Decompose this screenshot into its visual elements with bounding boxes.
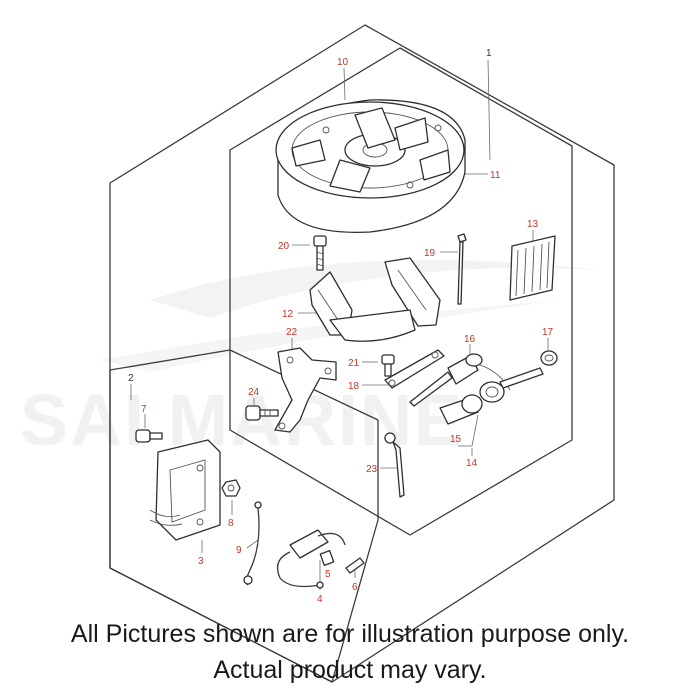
cable-tie-19-part — [457, 233, 467, 305]
pin-6-part — [345, 557, 365, 574]
callout-10: 10 — [337, 57, 349, 68]
callout-3: 3 — [198, 556, 204, 567]
callout-22: 22 — [286, 327, 298, 338]
callout-24: 24 — [248, 387, 260, 398]
callout-13: 13 — [527, 219, 539, 230]
callout-19: 19 — [424, 248, 436, 259]
clamp-18-part — [384, 349, 445, 389]
leader-9 — [246, 539, 259, 549]
leader-15 — [458, 414, 479, 447]
callout-20: 20 — [278, 241, 290, 252]
label-plate-13-part — [509, 235, 556, 301]
screw-20-part — [313, 235, 327, 271]
terminal-cap-part — [439, 367, 544, 425]
nut-8-part — [221, 479, 241, 497]
callout-5: 5 — [325, 569, 331, 580]
callout-8: 8 — [228, 518, 234, 529]
callout-2: 2 — [128, 373, 134, 384]
bolt-24-part — [245, 405, 279, 421]
callout-16: 16 — [464, 334, 476, 345]
leader-10 — [343, 67, 346, 101]
ground-lead-23-part — [384, 432, 405, 498]
callout-15: 15 — [450, 434, 462, 445]
screw-21-part — [381, 354, 395, 377]
callout-18: 18 — [348, 381, 360, 392]
callout-7: 7 — [141, 404, 147, 415]
callout-numbers: 1 2 3 4 5 6 7 8 9 10 11 12 13 14 15 16 1… — [128, 48, 554, 605]
grommet-17-part — [540, 350, 558, 366]
disclaimer-line-2: Actual product may vary. — [213, 656, 487, 684]
sensor-16-part — [409, 353, 511, 407]
watermark-logo: SAI MARINE — [20, 260, 600, 461]
callout-17: 17 — [542, 327, 554, 338]
leader-1 — [487, 59, 491, 161]
subframe-outline — [109, 349, 379, 683]
charge-coil-part — [309, 257, 441, 342]
disclaimer-line-1: All Pictures shown are for illustration … — [70, 620, 630, 648]
bracket-22-part — [274, 347, 337, 433]
callout-9: 9 — [236, 545, 242, 556]
callout-4: 4 — [317, 594, 323, 605]
watermark-text: SAI MARINE — [20, 381, 464, 461]
callout-1: 1 — [486, 48, 492, 59]
callout-14: 14 — [466, 458, 478, 469]
bolt-7-part — [135, 429, 163, 443]
callout-11: 11 — [490, 170, 501, 181]
wire-harness-4-part — [276, 529, 346, 589]
flywheel-part — [275, 99, 466, 234]
lead-wire-9-part — [243, 501, 262, 586]
callout-23: 23 — [366, 464, 378, 475]
callout-6: 6 — [352, 582, 358, 593]
assembly-frame — [109, 24, 615, 683]
callout-12: 12 — [282, 309, 294, 320]
inner-frame-outline — [229, 47, 573, 536]
terminal-5-part — [319, 550, 335, 566]
ignition-coil-3-part — [149, 439, 221, 541]
callout-21: 21 — [348, 358, 360, 369]
